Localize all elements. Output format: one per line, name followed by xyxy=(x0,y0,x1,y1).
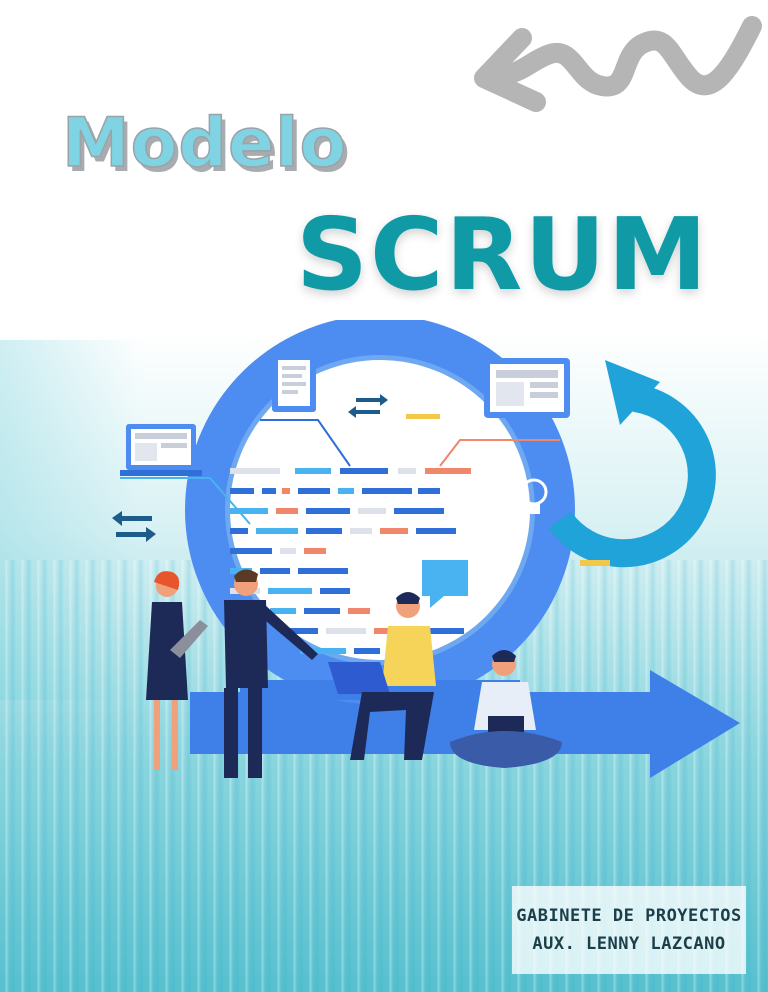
document-icon xyxy=(272,354,316,412)
title-modelo: Modelo xyxy=(61,103,348,184)
lightbulb-icon xyxy=(520,478,548,514)
scrum-illustration xyxy=(112,320,740,778)
credit-line-author: AUX. LENNY LAZCANO xyxy=(532,934,726,954)
man-seated-figure xyxy=(328,592,436,760)
accent-bar xyxy=(406,414,440,419)
tablet-icon xyxy=(170,620,208,658)
squiggle-arrow-icon xyxy=(474,16,762,112)
laptop-icon xyxy=(328,662,390,694)
connector-lines xyxy=(120,419,560,525)
accent-bar xyxy=(580,560,610,566)
credit-line-gabinete: GABINETE DE PROYECTOS xyxy=(516,906,742,926)
credits-box: GABINETE DE PROYECTOS AUX. LENNY LAZCANO xyxy=(512,886,746,974)
title-scrum: SCRUM xyxy=(296,196,710,313)
swap-arrows-icon xyxy=(112,394,388,542)
monitor-icon xyxy=(484,358,570,428)
laptop-icon xyxy=(120,424,202,476)
woman-figure xyxy=(146,571,208,770)
curved-arrow-icon xyxy=(548,360,716,568)
man-standing-figure xyxy=(224,569,318,778)
man-sitting-figure xyxy=(450,650,562,768)
chat-bubble-icon xyxy=(422,560,468,608)
